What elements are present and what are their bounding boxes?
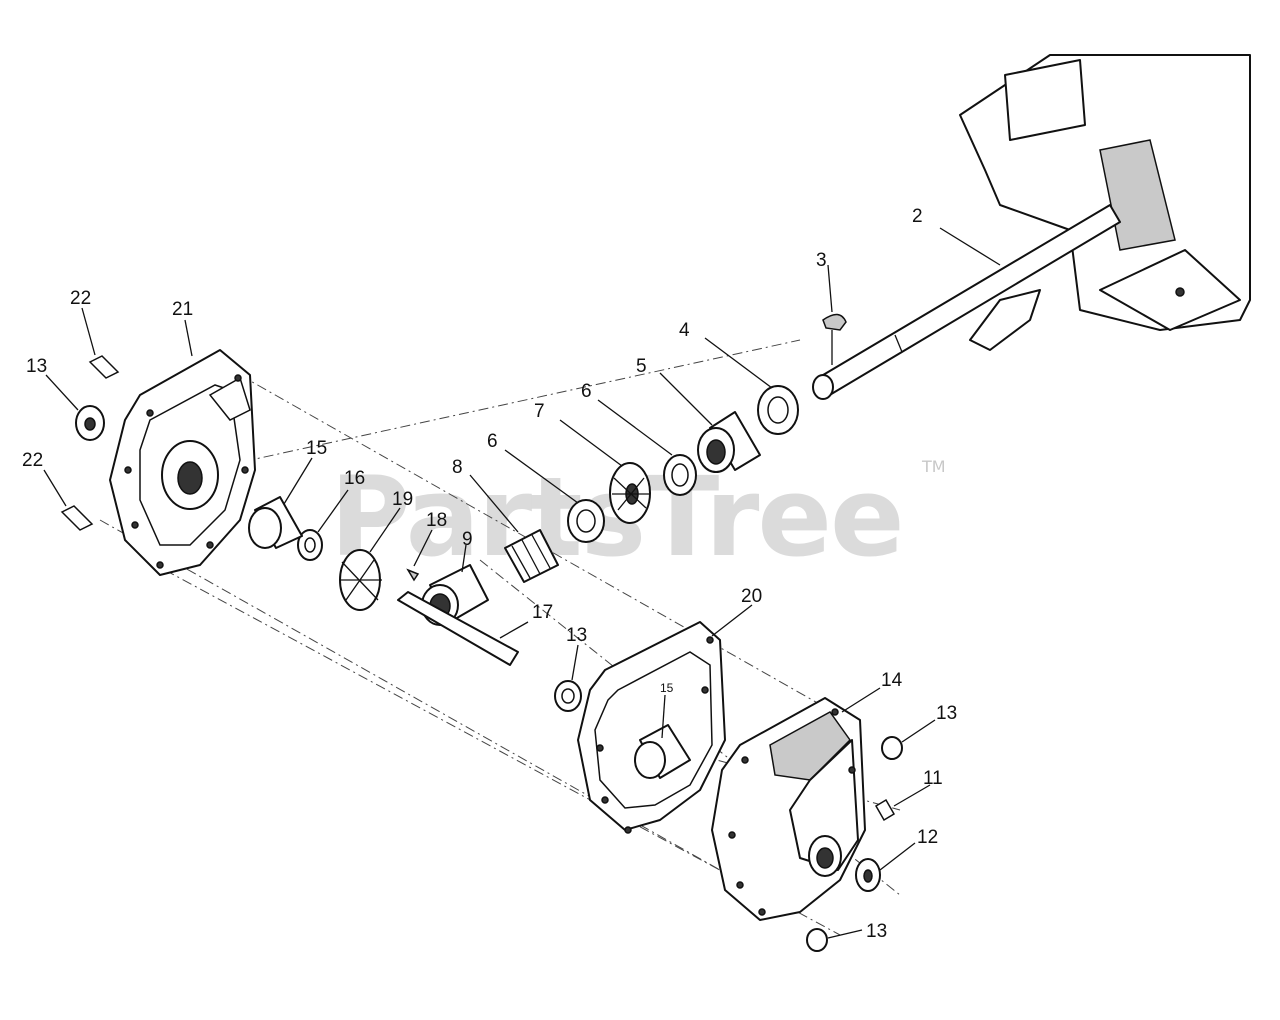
callout-16: 16 bbox=[344, 468, 365, 489]
callout-18: 18 bbox=[426, 510, 447, 531]
part-15-bearing-left bbox=[248, 496, 303, 549]
callout-22-lower: 22 bbox=[22, 450, 43, 471]
part-7-gear bbox=[609, 462, 651, 524]
callout-6-upper: 6 bbox=[581, 381, 592, 402]
callout-15-right: 15 bbox=[660, 681, 674, 695]
part-13-bushing-left bbox=[75, 405, 105, 441]
callout-9: 9 bbox=[462, 529, 473, 550]
part-19-gear bbox=[339, 549, 382, 611]
callout-11: 11 bbox=[923, 768, 943, 789]
part-6-spacer-upper bbox=[663, 454, 697, 496]
callout-13-right: 13 bbox=[936, 703, 957, 724]
callout-15-left: 15 bbox=[306, 438, 327, 459]
part-13-nut-bottom bbox=[806, 928, 828, 952]
part-15-bearing-right bbox=[634, 724, 691, 779]
callout-13-bottom: 13 bbox=[866, 921, 887, 942]
part-22-screw-upper bbox=[88, 355, 120, 379]
part-8-worm bbox=[504, 529, 559, 583]
callout-7: 7 bbox=[534, 401, 545, 422]
callout-20: 20 bbox=[741, 586, 762, 607]
callout-5: 5 bbox=[636, 356, 647, 377]
callout-2: 2 bbox=[912, 206, 923, 227]
callout-13-left: 13 bbox=[26, 356, 47, 377]
callout-17: 17 bbox=[532, 602, 553, 623]
leader-lines bbox=[43, 227, 1001, 939]
callout-21: 21 bbox=[172, 299, 193, 320]
callout-6-lower: 6 bbox=[487, 431, 498, 452]
part-3-key bbox=[822, 313, 847, 331]
part-2-auger-housing-shaft bbox=[812, 54, 1251, 400]
part-20-gasket bbox=[577, 621, 726, 834]
callout-13-middle: 13 bbox=[566, 625, 587, 646]
part-12-bushing bbox=[855, 858, 881, 892]
watermark-trademark: TM bbox=[921, 457, 946, 476]
part-22-screw-lower bbox=[60, 505, 94, 531]
part-16-washer bbox=[297, 529, 323, 561]
part-14-right-gear-case bbox=[711, 697, 866, 921]
part-17-shaft bbox=[397, 591, 519, 666]
callout-3: 3 bbox=[816, 250, 827, 271]
part-5-bushing bbox=[697, 411, 761, 473]
part-4-washer bbox=[757, 385, 799, 435]
part-13-washer-middle bbox=[554, 680, 582, 712]
callout-14: 14 bbox=[881, 670, 903, 691]
callout-12: 12 bbox=[917, 827, 938, 848]
part-18-key bbox=[406, 568, 420, 582]
part-6-spacer-lower bbox=[567, 499, 605, 543]
callout-8: 8 bbox=[452, 457, 463, 478]
part-13-nut-right bbox=[881, 736, 903, 760]
callout-4: 4 bbox=[679, 320, 690, 341]
part-11-screw bbox=[874, 798, 896, 822]
callout-22-upper: 22 bbox=[70, 288, 91, 309]
part-21-left-gear-case bbox=[109, 349, 256, 576]
callout-19: 19 bbox=[392, 489, 413, 510]
